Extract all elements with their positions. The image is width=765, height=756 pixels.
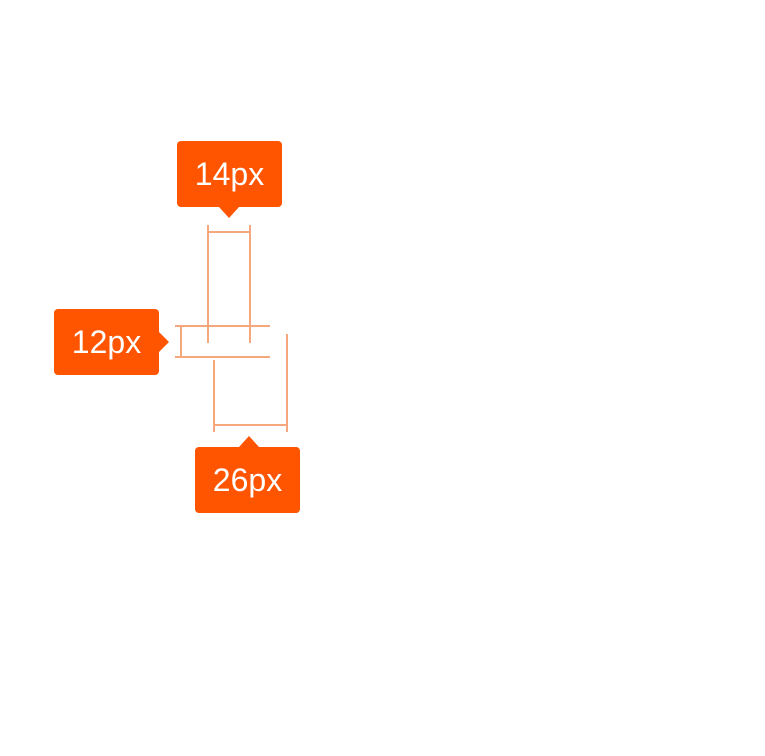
measurement-label-top: 14px [194,156,265,192]
measurement-tag-top: 14px [177,141,282,218]
measurement-tag-left: 12px [54,309,169,375]
measurement-tag-bottom: 26px [195,436,300,513]
measurement-label-bottom: 26px [212,462,283,498]
measurement-label-left: 12px [71,324,142,360]
